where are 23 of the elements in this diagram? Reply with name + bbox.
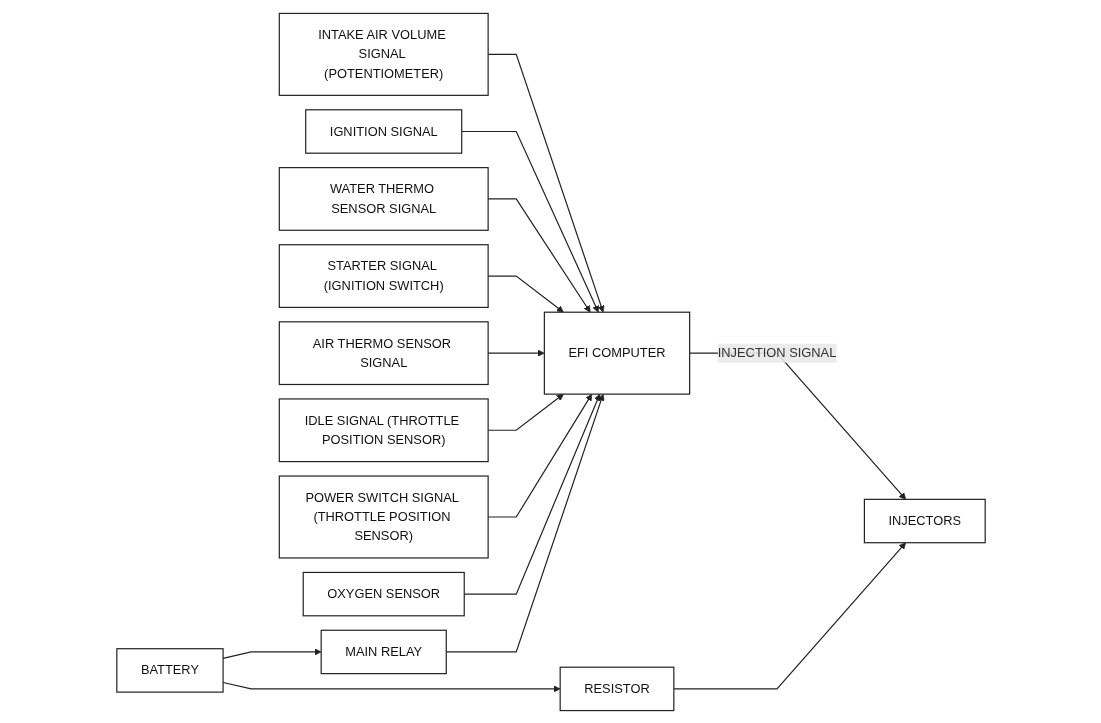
arrow bbox=[487, 53, 604, 313]
arrow bbox=[487, 393, 592, 518]
node-box: POWER SWITCH SIGNAL (THROTTLE POSITION SENSOR) bbox=[278, 474, 489, 559]
arrow bbox=[487, 274, 564, 312]
node-box: IDLE SIGNAL (THROTTLE POSITION SENSOR) bbox=[278, 397, 489, 462]
node-box: INTAKE AIR VOLUME SIGNAL (POTENTIOMETER) bbox=[278, 12, 489, 96]
arrow bbox=[445, 393, 604, 653]
node-box: IGNITION SIGNAL bbox=[304, 108, 462, 154]
arrow bbox=[487, 197, 591, 312]
node-box: EFI COMPUTER bbox=[543, 311, 690, 395]
node-box: MAIN RELAY bbox=[320, 629, 447, 674]
node-box: INJECTORS bbox=[863, 498, 986, 543]
node-box: AIR THERMO SENSOR SIGNAL bbox=[278, 320, 489, 385]
node-box: STARTER SIGNAL (IGNITION SWITCH) bbox=[278, 243, 489, 308]
edge-label: INJECTION SIGNAL bbox=[717, 345, 836, 360]
arrow bbox=[487, 393, 564, 431]
node-box: OXYGEN SENSOR bbox=[302, 571, 465, 616]
node-box: BATTERY bbox=[115, 647, 224, 693]
node-box: RESISTOR bbox=[559, 666, 674, 711]
node-box: WATER THERMO SENSOR SIGNAL bbox=[278, 166, 489, 231]
arrow bbox=[222, 681, 560, 692]
arrow bbox=[463, 393, 601, 595]
arrow bbox=[222, 647, 321, 659]
